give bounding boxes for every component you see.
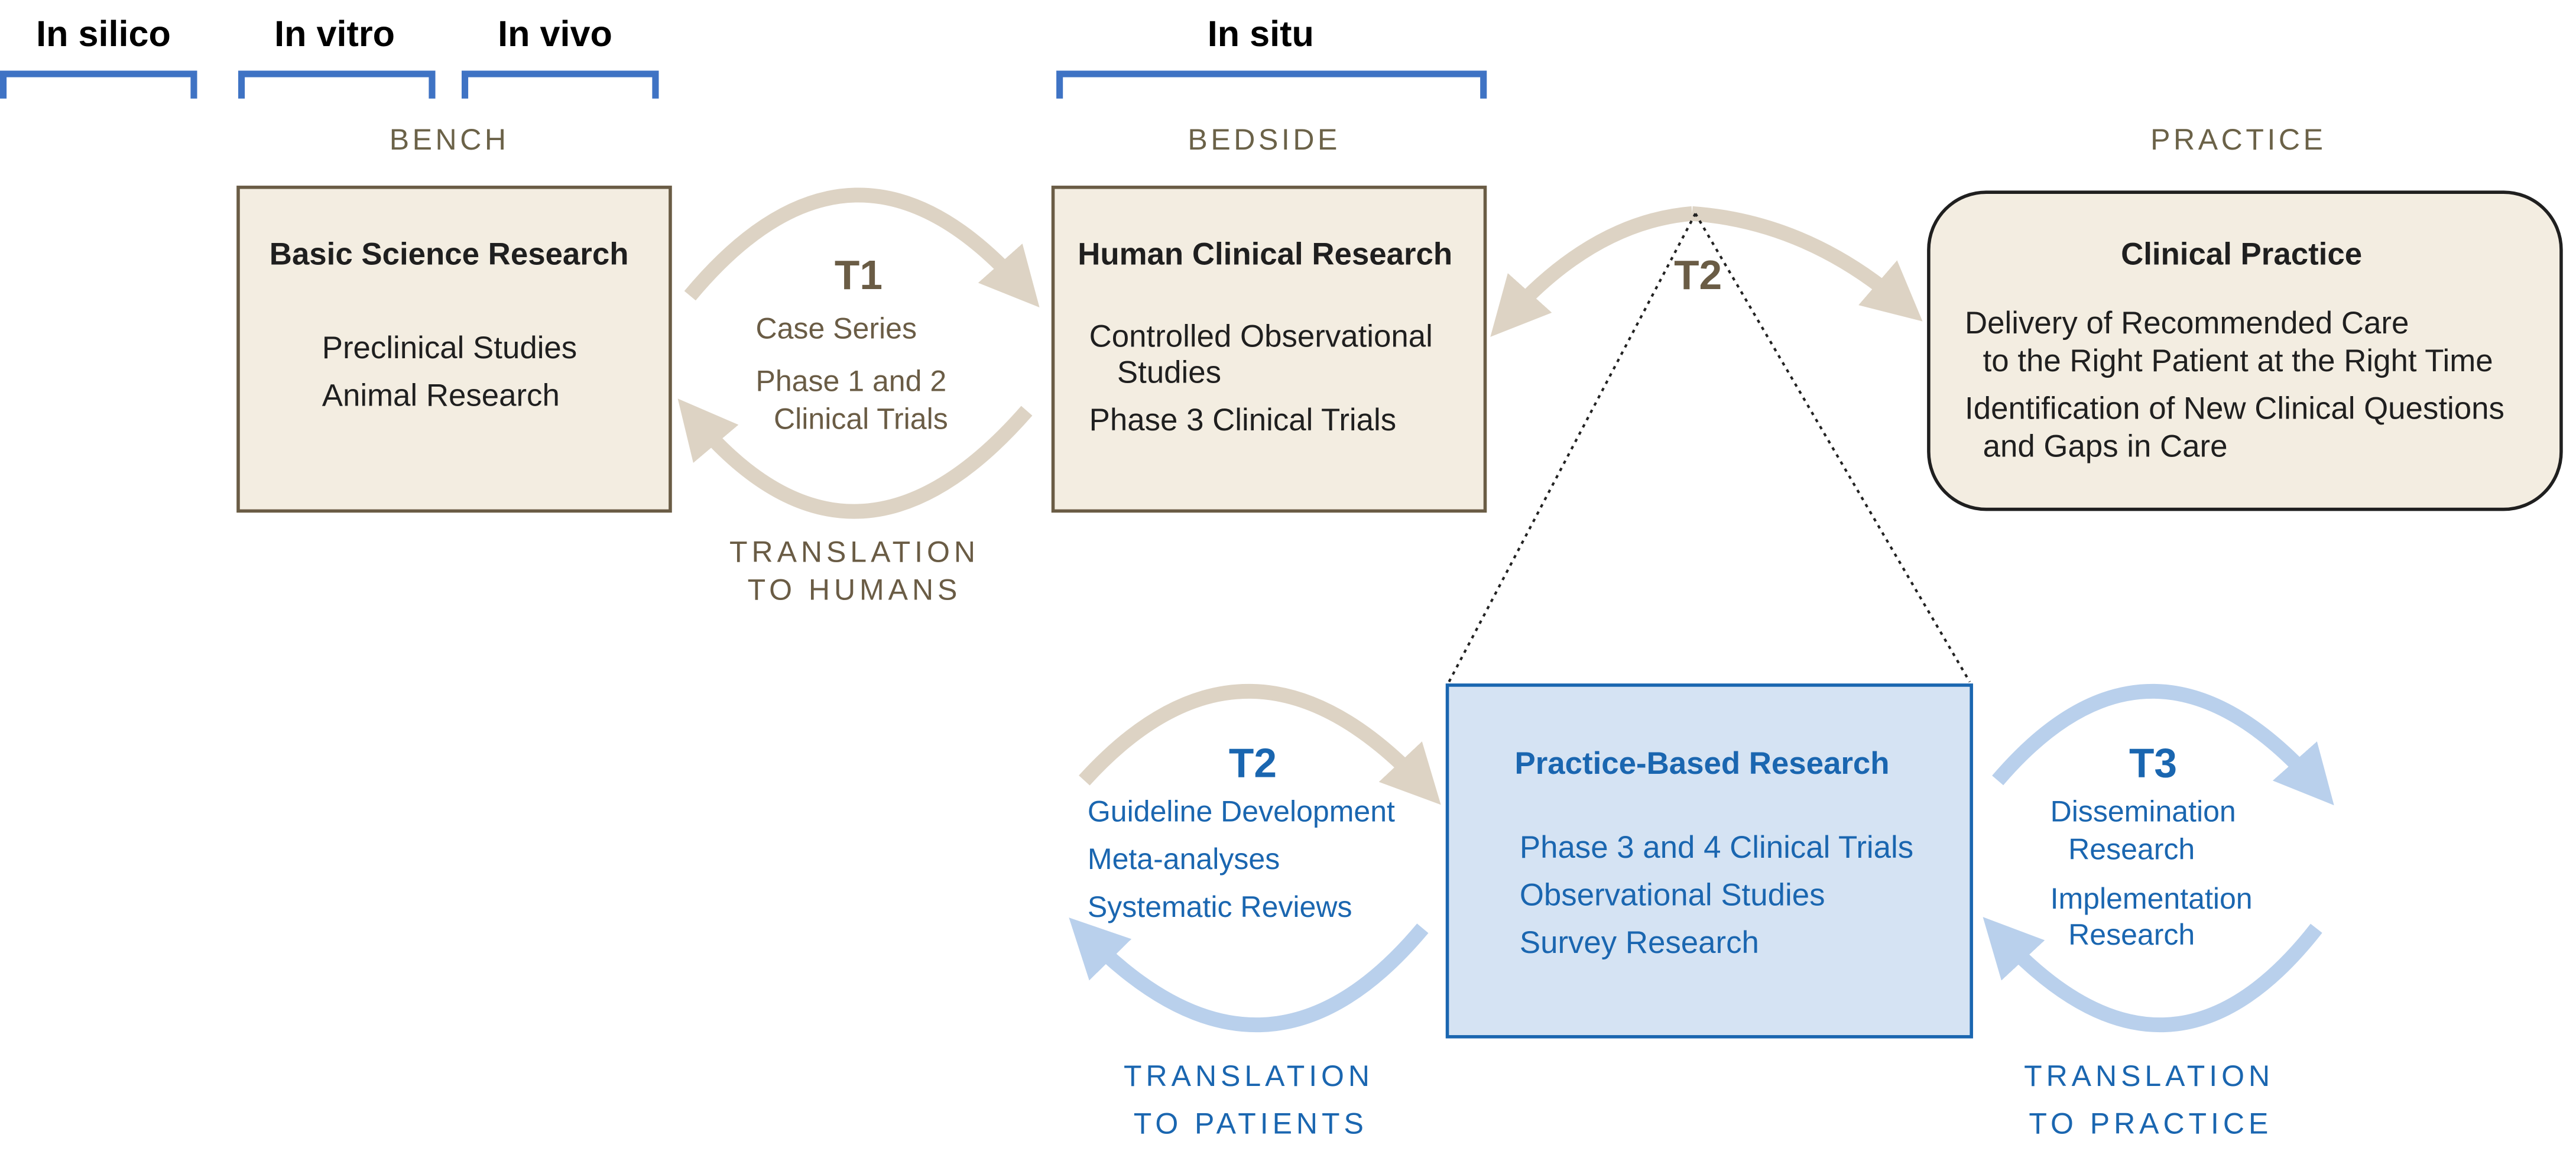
header-in-vitro: In vitro	[274, 13, 395, 54]
t1-line: Clinical Trials	[774, 402, 948, 436]
human-clinical-box: Human Clinical Research Controlled Obser…	[1051, 186, 1487, 513]
t1-label: T1	[834, 253, 883, 299]
practice-based-title: Practice-Based Research	[1514, 747, 1890, 782]
bracket-in-silico	[0, 70, 197, 99]
basic-science-box: Basic Science Research Preclinical Studi…	[236, 186, 672, 513]
t3-line: Dissemination	[2050, 795, 2236, 828]
t2-caption-line: TRANSLATION	[1124, 1059, 1374, 1093]
human-clinical-line: Controlled Observational	[1089, 320, 1433, 355]
header-in-situ: In situ	[1207, 13, 1314, 54]
basic-science-line: Preclinical Studies	[322, 332, 578, 367]
bracket-in-situ	[1056, 70, 1487, 99]
t2-top-label: T2	[1674, 253, 1722, 299]
t3-forward-arrow	[1992, 683, 2334, 806]
stage-label-bench: BENCH	[389, 123, 510, 157]
t1-caption-line: TO HUMANS	[747, 573, 962, 607]
t2-top-arrow-right	[1691, 206, 1923, 322]
t1-caption-line: TRANSLATION	[729, 536, 979, 569]
t2-top-arrow-left	[1490, 206, 1693, 337]
practice-based-box: Practice-Based Research Phase 3 and 4 Cl…	[1445, 683, 1973, 1039]
human-clinical-line: Studies	[1117, 356, 1222, 391]
clinical-practice-title: Clinical Practice	[2121, 238, 2363, 273]
stage-label-practice: PRACTICE	[2150, 123, 2327, 157]
t2-line: Meta-analyses	[1087, 842, 1280, 876]
zoom-line-left	[1448, 213, 1697, 683]
t1-forward-arrow	[684, 187, 1040, 308]
clinical-practice-line: to the Right Patient at the Right Time	[1983, 345, 2493, 380]
bracket-in-vivo	[461, 70, 659, 99]
t1-line: Case Series	[755, 312, 917, 345]
human-clinical-line: Phase 3 Clinical Trials	[1089, 404, 1397, 439]
t3-line: Implementation	[2050, 882, 2253, 916]
t2-line: Guideline Development	[1087, 795, 1395, 828]
stage-label-bedside: BEDSIDE	[1188, 123, 1341, 157]
clinical-practice-box: Clinical Practice Delivery of Recommende…	[1927, 190, 2563, 511]
t3-line: Research	[2068, 833, 2195, 866]
clinical-practice-line: Identification of New Clinical Questions	[1965, 393, 2504, 427]
basic-science-line: Animal Research	[322, 380, 560, 414]
t1-back-arrow	[677, 398, 1033, 519]
t2-label: T2	[1228, 741, 1277, 787]
t3-caption-line: TRANSLATION	[2024, 1059, 2275, 1093]
clinical-practice-line: and Gaps in Care	[1983, 430, 2228, 465]
t3-label: T3	[2129, 741, 2178, 787]
t2-forward-arrow	[1079, 683, 1441, 805]
t3-line: Research	[2068, 918, 2195, 952]
t2-caption-line: TO PATIENTS	[1133, 1107, 1368, 1140]
zoom-line-right	[1694, 213, 1971, 683]
t2-back-arrow	[1069, 917, 1429, 1033]
clinical-practice-line: Delivery of Recommended Care	[1965, 307, 2409, 342]
t3-caption-line: TO PRACTICE	[2029, 1107, 2273, 1140]
practice-based-line: Observational Studies	[1519, 878, 1825, 914]
practice-based-line: Phase 3 and 4 Clinical Trials	[1519, 831, 1914, 866]
t2-line: Systematic Reviews	[1087, 890, 1352, 923]
t3-back-arrow	[1983, 917, 2322, 1033]
human-clinical-title: Human Clinical Research	[1078, 238, 1453, 273]
basic-science-title: Basic Science Research	[269, 238, 629, 273]
practice-based-line: Survey Research	[1519, 926, 1759, 961]
header-in-silico: In silico	[36, 13, 171, 54]
bracket-in-vitro	[238, 70, 436, 99]
t1-line: Phase 1 and 2	[755, 365, 947, 398]
header-in-vivo: In vivo	[498, 13, 612, 54]
